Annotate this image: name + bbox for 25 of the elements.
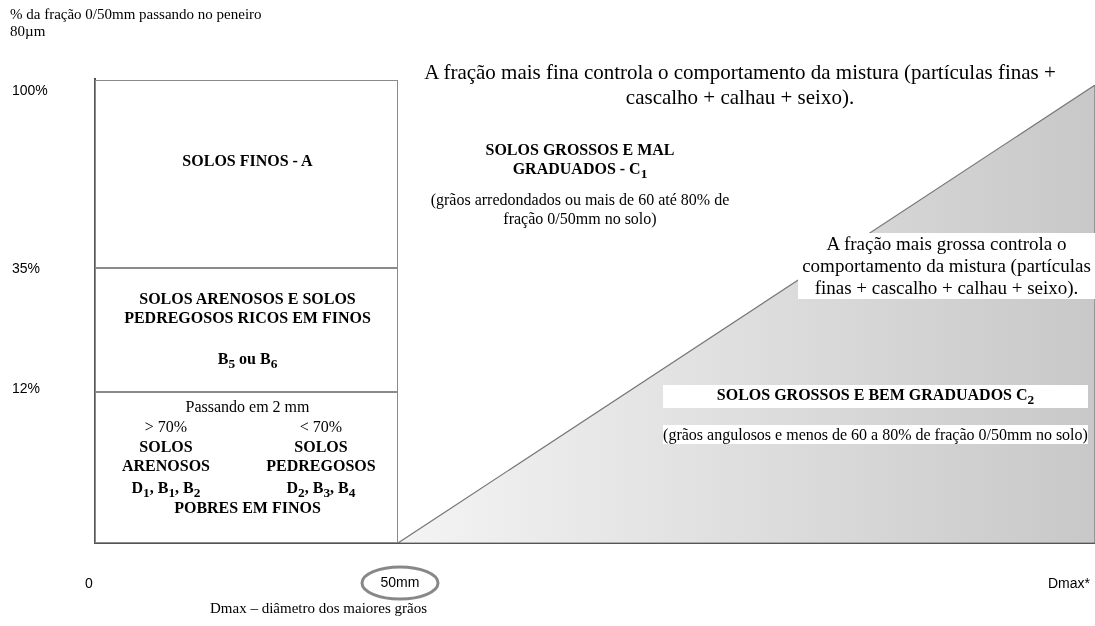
caption: Dmax – diâmetro dos maiores grãos <box>210 600 429 617</box>
region-heading: SOLOS ARENOSOS <box>121 437 211 476</box>
threshold-text: > 70% <box>143 417 189 437</box>
region-description: (grãos angulosos e menos de 60 a 80% de fração 0/50mm no solo) <box>663 425 1088 445</box>
tick-label: 0 <box>85 575 94 591</box>
classification-cell <box>95 268 398 392</box>
tick-label: 100% <box>12 82 49 98</box>
region-heading: SOLOS GROSSOS E MAL GRADUADOS - C$_{1}$ <box>484 140 676 183</box>
threshold-text: < 70% <box>298 417 344 437</box>
classification-cell <box>95 80 398 268</box>
region-heading: SOLOS GROSSOS E BEM GRADUADOS C$_{2}$ <box>663 385 1088 409</box>
tick-label: 12% <box>12 380 42 396</box>
classification-cell <box>95 392 398 543</box>
region-heading: SOLOS FINOS - A <box>181 151 314 171</box>
axis-title: % da fração 0/50mm passando no peneiro 80µm <box>10 6 263 40</box>
region-heading: SOLOS ARENOSOS E SOLOS PEDREGOSOS RICOS EM FINOS <box>123 289 372 328</box>
note-text: A fração mais fina controla o comportamento da mistura (partículas finas + cascalho + calhau + seixo). <box>423 60 1057 111</box>
class-code: B$_{5}$ ou B$_{6}$ <box>216 349 279 373</box>
tick-label: Dmax* <box>1047 575 1090 591</box>
region-description: (grãos arredondados ou mais de 60 até 80% de fração 0/50mm no solo) <box>430 190 730 229</box>
region-heading: SOLOS PEDREGOSOS <box>265 437 377 476</box>
tick-label: 50mm <box>379 574 421 590</box>
note-text: A fração mais grossa controla o comportamento da mistura (partículas finas + cascalho + calhau + seixo). <box>798 233 1095 299</box>
tick-label: 35% <box>12 260 42 276</box>
condition-text: Passando em 2 mm <box>184 397 311 417</box>
